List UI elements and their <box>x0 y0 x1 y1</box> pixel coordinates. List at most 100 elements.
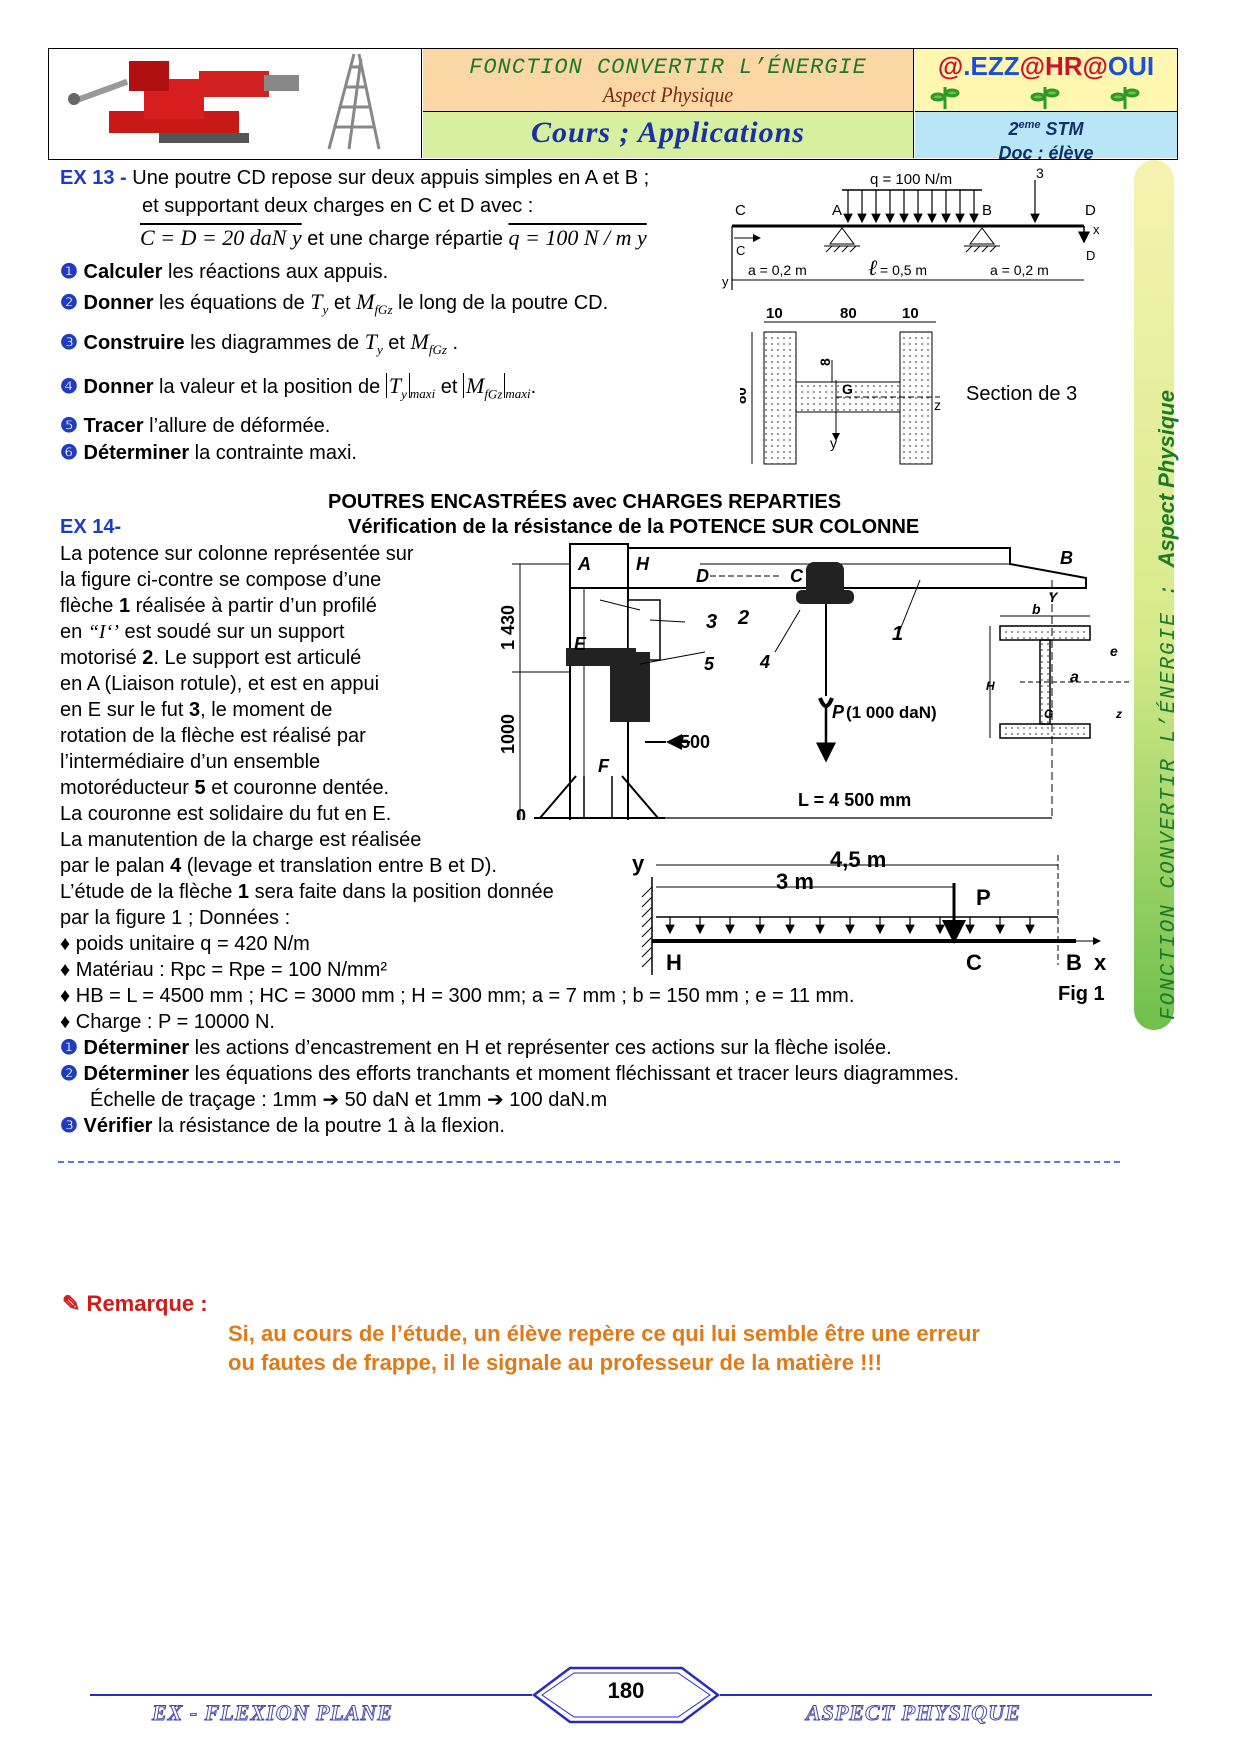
ex14-p15: par la figure 1 ; Données : <box>60 907 291 929</box>
z-axis-label: z <box>934 397 941 413</box>
ref-3: 3 <box>1036 165 1044 181</box>
ex14-title2: Vérification de la résistance de la POTE… <box>348 516 920 538</box>
support-A <box>824 227 860 253</box>
y-axis-label: y <box>830 435 837 451</box>
footer-left-text: EX - FLEXION PLANE <box>151 1700 394 1726</box>
ex14-p11: La couronne est solidaire du fut en E. <box>60 803 392 825</box>
point-B-label: B <box>982 202 992 219</box>
crane-A: A <box>577 554 591 574</box>
dim-l-symbol: ℓ <box>868 255 878 280</box>
ex13-line2: et supportant deux charges en C et D ave… <box>142 195 534 217</box>
crane-F: F <box>598 756 610 776</box>
footer-right-text: ASPECT PHYSIQUE <box>806 1700 1021 1726</box>
ex13-q1: ❶ Calculer les réactions aux appuis. <box>60 261 389 283</box>
side-banner <box>1134 160 1174 1030</box>
page-number-diamond <box>531 1666 721 1724</box>
footer-line-left <box>90 1694 532 1696</box>
section-label: Section de 3 <box>966 383 1077 405</box>
centroid-G: G <box>842 381 853 397</box>
cours-title: Cours ; Applications <box>531 116 805 149</box>
dashed-separator <box>58 1161 1120 1163</box>
ex14-d4: ♦ Charge : P = 10000 N. <box>60 1011 275 1033</box>
fig1-x-label: x <box>1094 950 1107 975</box>
crane-drawing: A H D C B E F 1 430 1000 0 500 <box>500 543 1130 820</box>
ex14-q3: ❸ Vérifier la résistance de la poutre 1 … <box>60 1115 505 1137</box>
ex14-p3: flèche 1 réalisée à partir d’un profilé <box>60 595 377 617</box>
fig1-H-label: H <box>666 950 682 975</box>
beam-ex13-diagram: q = 100 N/m 3 C A B D C D x y a = 0,2 m … <box>722 165 1100 290</box>
side-banner-text: FONCTION CONVERTIR L’ÉNERGIE : Aspect Ph… <box>1154 390 1181 1020</box>
dim-500: 500 <box>680 732 710 752</box>
ex14-label: EX 14- <box>60 516 122 538</box>
dim-80: 80 <box>840 305 857 322</box>
ex14-title1: POUTRES ENCASTRÉES avec CHARGES REPARTIE… <box>328 491 842 513</box>
function-title: FONCTION CONVERTIR L’ÉNERGIE <box>469 55 867 80</box>
dim-80-vertical: 80 <box>740 387 750 404</box>
crane-C: C <box>790 566 804 586</box>
dim-10b: 10 <box>902 305 919 322</box>
force-D-label: D <box>1086 248 1095 263</box>
part-1: 1 <box>892 623 903 645</box>
ex13-line1: EX 13 - Une poutre CD repose sur deux ap… <box>60 167 650 189</box>
vise-ladder-illustration <box>68 53 381 150</box>
dim-1430: 1 430 <box>500 605 518 650</box>
i-section-diagram: 10 80 10 80 8 G z y Section de 3 <box>740 305 1077 465</box>
ex13-q6: ❻ Déterminer la contrainte maxi. <box>60 442 357 464</box>
hook-icon <box>818 697 834 708</box>
dim-l-value: = 0,5 m <box>880 262 927 278</box>
part-2: 2 <box>737 607 749 629</box>
dim-8: 8 <box>817 358 833 366</box>
ex14-q2: ❷ Déterminer les équations des efforts t… <box>60 1063 960 1085</box>
x-axis-label: x <box>1093 222 1100 237</box>
crane-D: D <box>696 566 709 586</box>
q-label: q = 100 N/m <box>870 171 952 188</box>
ex14-d3: ♦ HB = L = 4500 mm ; HC = 3000 mm ; H = … <box>60 985 855 1007</box>
crane-B: B <box>1060 548 1073 568</box>
centroid-G: G <box>1044 707 1053 721</box>
part-5: 5 <box>704 654 715 674</box>
ex14-p4: en “I‘’ est soudé sur un support <box>60 621 345 643</box>
level-label: 2eme STM <box>1008 119 1084 139</box>
fig1-label: Fig 1 <box>1058 983 1105 1005</box>
brand-cell: @.EZZ@HR@OUI <box>915 49 1177 112</box>
dim-10a: 10 <box>766 305 783 322</box>
function-title-cell: FONCTION CONVERTIR L’ÉNERGIE Aspect Phys… <box>423 49 914 112</box>
wall-hatch <box>641 886 653 968</box>
ex14-p7: en E sur le fut 3, le moment de <box>60 699 333 721</box>
ex13-equation: C = D = 20 daN y et une charge répartie … <box>140 225 647 251</box>
flower-icons <box>930 87 1140 109</box>
point-D-label: D <box>1085 202 1096 219</box>
distributed-load-arrows <box>843 190 979 224</box>
ex14-p10: motoréducteur 5 et couronne dentée. <box>60 777 390 799</box>
ex14-p6: en A (Liaison rotule), et est en appui <box>60 673 380 695</box>
ex13-q5: ❺ Tracer l’allure de déformée. <box>60 415 331 437</box>
axis-Y: Y <box>1048 589 1059 605</box>
dim-3m: 3 m <box>776 869 814 894</box>
dim-e: e <box>1110 643 1118 659</box>
ex14-p1: La potence sur colonne représentée sur <box>60 543 414 565</box>
brand-logo: @.EZZ@HR@OUI <box>937 51 1155 81</box>
crane-P: P <box>832 702 845 722</box>
doc-label: Doc : élève <box>998 143 1094 163</box>
y-axis-label: y <box>722 274 729 289</box>
crane-H: H <box>636 554 650 574</box>
point-C-label: C <box>735 202 746 219</box>
ex14-p2: la figure ci-contre se compose d’une <box>60 569 382 591</box>
part-3: 3 <box>706 611 717 633</box>
pin-icon: ✎ <box>62 1291 81 1316</box>
ex14-p13: par le palan 4 (levage et translation en… <box>60 855 497 877</box>
dim-4-5m: 4,5 m <box>830 847 886 872</box>
crane-P-value: (1 000 daN) <box>846 703 937 722</box>
ex14-p12: La manutention de la charge est réalisée <box>60 829 422 851</box>
header-table: FONCTION CONVERTIR L’ÉNERGIE Aspect Phys… <box>48 48 1178 163</box>
page-number: 180 <box>607 1678 645 1703</box>
arrow-right-icon: ➔ <box>481 1089 504 1111</box>
motor-reducer <box>610 652 650 722</box>
cours-cell: Cours ; Applications <box>423 112 914 158</box>
ex14-scale: Échelle de traçage : 1mm ➔ 50 daN et 1mm… <box>90 1089 608 1111</box>
fig1-P-label: P <box>976 885 991 910</box>
fig1-C-label: C <box>966 950 982 975</box>
arrow-right-icon: ➔ <box>316 1089 340 1111</box>
ex14-d2: ♦ Matériau : Rpc = Rpe = 100 N/mm² <box>60 959 387 981</box>
